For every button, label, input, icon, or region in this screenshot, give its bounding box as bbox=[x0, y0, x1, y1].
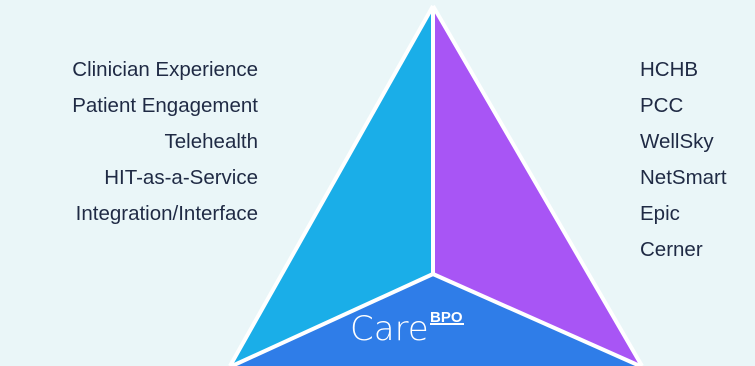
right-item-pcc: PCC bbox=[640, 94, 684, 117]
right-item-hchb: HCHB bbox=[640, 58, 699, 81]
right-item-cerner: Cerner bbox=[640, 238, 703, 261]
pyramid-edges bbox=[228, 4, 644, 366]
logo-superscript: BPO bbox=[430, 309, 463, 326]
left-item-integration-interface: Integration/Interface bbox=[75, 202, 258, 225]
right-partner-list: HCHB PCC WellSky NetSmart Epic Cerner bbox=[640, 52, 755, 268]
right-item-netsmart: NetSmart bbox=[640, 166, 727, 189]
left-feature-list: Clinician Experience Patient Engagement … bbox=[0, 52, 258, 232]
left-item-clinician-experience: Clinician Experience bbox=[72, 58, 258, 81]
pyramid-bottom-facet bbox=[232, 274, 640, 366]
carebpo-logo: Care BPO bbox=[350, 309, 464, 349]
right-item-wellsky: WellSky bbox=[640, 130, 714, 153]
left-item-patient-engagement: Patient Engagement bbox=[72, 94, 258, 117]
left-item-hit-as-a-service: HIT-as-a-Service bbox=[104, 166, 258, 189]
left-item-telehealth: Telehealth bbox=[164, 130, 258, 153]
right-item-epic: Epic bbox=[640, 202, 680, 225]
logo-word: Care bbox=[350, 309, 429, 349]
